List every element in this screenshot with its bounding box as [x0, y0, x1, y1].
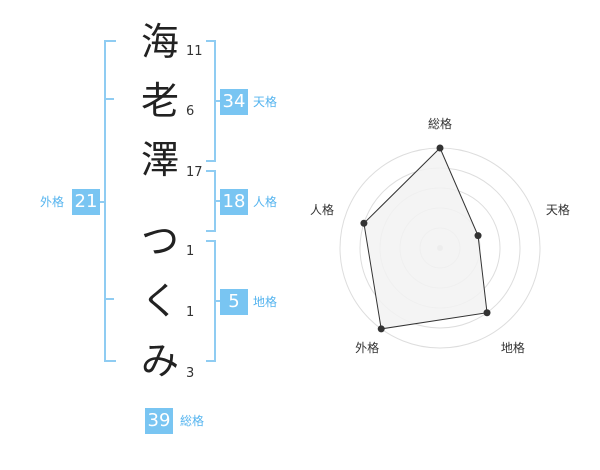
- name-char-3: 澤: [140, 138, 179, 182]
- bracket-tick: [104, 298, 114, 300]
- name-char-4: つ: [140, 219, 179, 263]
- bracket-tick: [104, 98, 114, 100]
- name-char-1: 海: [140, 20, 179, 64]
- jinkaku-connector: [214, 200, 220, 202]
- stroke-count-6: 3: [186, 366, 195, 381]
- name-char-6: み: [140, 339, 179, 383]
- radar-axis-label-1: 総格: [427, 117, 453, 131]
- radar-point-4: [377, 325, 385, 333]
- radar-axis-label-2: 天格: [545, 202, 570, 217]
- chikaku-connector: [214, 300, 220, 302]
- name-char-5: く: [140, 279, 179, 323]
- tenkaku-value-badge: 34: [220, 89, 248, 115]
- radar-axis-label-5: 人格: [310, 202, 335, 217]
- stroke-count-4: 1: [186, 244, 195, 259]
- radar-chart: 総格天格地格 外格 人格: [300, 100, 580, 400]
- radar-polygon: [363, 147, 488, 330]
- radar-svg: [339, 144, 541, 349]
- jinkaku-value-badge: 18: [220, 189, 248, 215]
- gaikaku-value-badge: 21: [72, 189, 100, 215]
- gaikaku-connector: [100, 201, 106, 203]
- radar-axis-label-4: 外格: [355, 341, 380, 356]
- soukaku-value-badge: 39: [145, 408, 173, 434]
- tenkaku-connector: [214, 100, 220, 102]
- stroke-count-5: 1: [186, 305, 195, 320]
- stroke-count-3: 17: [186, 165, 203, 180]
- chikaku-value-badge: 5: [220, 289, 248, 315]
- radar-point-2: [474, 232, 482, 240]
- soukaku-label: 総格: [180, 414, 205, 428]
- radar-point-1: [436, 144, 444, 152]
- radar-axis-label-3: 地格: [500, 341, 525, 356]
- radar-point-5: [360, 219, 368, 227]
- stroke-count-2: 6: [186, 104, 195, 119]
- tenkaku-label: 天格: [253, 95, 278, 109]
- radar-point-3: [483, 309, 491, 317]
- gaikaku-label: 外格: [40, 195, 65, 209]
- stroke-count-1: 11: [186, 44, 203, 59]
- name-char-2: 老: [140, 79, 179, 123]
- chikaku-label: 地格: [253, 295, 278, 309]
- jinkaku-label: 人格: [253, 195, 278, 209]
